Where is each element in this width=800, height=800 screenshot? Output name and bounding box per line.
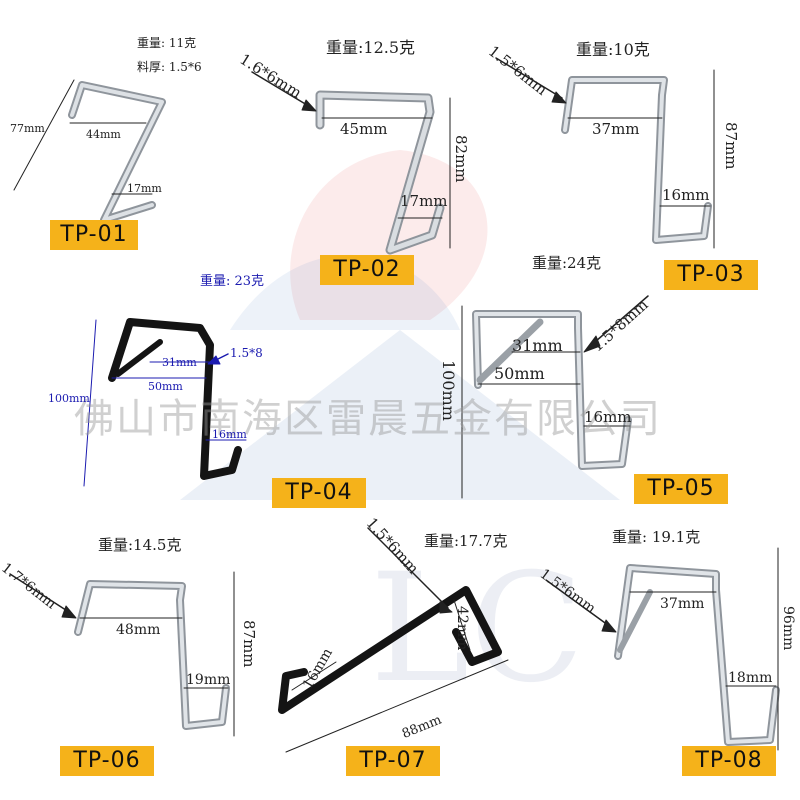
tp01-label: TP-01 [50, 220, 138, 250]
hook-tp06 [9, 571, 235, 737]
tp05-weight: 重量:24克 [532, 254, 602, 272]
hook-tp05 [461, 295, 649, 499]
tp05-label: TP-05 [634, 474, 728, 504]
tp04-weight: 重量: 23克 [200, 274, 265, 289]
tp02-dim-height: 82mm [452, 135, 470, 183]
tp02-dim-tip: 17mm [400, 192, 448, 210]
company-watermark: 佛山市南海区雷晨五金有限公司 [74, 396, 662, 442]
hook-tp04 [83, 318, 247, 487]
tp03-dim-height: 87mm [722, 122, 740, 170]
tp08-dim-tip: 18mm [728, 670, 773, 686]
hook-tp01 [13, 79, 166, 224]
tp03-dim-tip: 16mm [662, 186, 710, 204]
hook-tp08 [545, 547, 780, 751]
tp04-thickness: 1.5*8 [230, 346, 263, 360]
tp03-label: TP-03 [664, 260, 758, 290]
tp02-label: TP-02 [320, 255, 414, 285]
tp05-dim-31: 31mm [512, 336, 563, 355]
hook-tp02 [251, 71, 451, 255]
tp03-dim-width: 37mm [592, 120, 640, 138]
tp04-label: TP-04 [272, 478, 366, 508]
tp04-dim-100: 100mm [48, 392, 90, 405]
tp03-weight: 重量:10克 [576, 40, 650, 59]
tp06-dim-height: 87mm [240, 620, 258, 668]
tp01-material: 料厚: 1.5*6 [137, 60, 202, 74]
tp06-label: TP-06 [60, 746, 154, 776]
tp06-weight: 重量:14.5克 [98, 536, 182, 554]
tp01-dim-tip: 17mm [127, 182, 162, 195]
tp06-dim-tip: 19mm [186, 672, 231, 688]
tp06-dim-width: 48mm [116, 622, 161, 638]
tp04-dim-50: 50mm [148, 380, 183, 393]
tp01-dim-height: 77mm [10, 122, 45, 135]
hook-tp07 [278, 527, 509, 753]
tp07-dim-42: 42mm [454, 606, 470, 651]
tp02-weight: 重量:12.5克 [326, 38, 416, 57]
tp05-dim-50: 50mm [494, 364, 545, 383]
tp01-weight: 重量: 11克 [137, 36, 197, 50]
tp05-dim-16: 16mm [584, 408, 632, 426]
hook-tp03 [495, 57, 715, 249]
tp05-dim-100: 100mm [439, 360, 458, 421]
tp01-dim-width: 44mm [86, 128, 121, 141]
tp08-dim-width: 37mm [660, 596, 705, 612]
tp08-dim-height: 96mm [780, 606, 796, 651]
tp08-weight: 重量: 19.1克 [612, 528, 701, 546]
tp07-weight: 重量:17.7克 [424, 532, 508, 550]
tp04-dim-31: 31mm [162, 356, 197, 369]
tp07-label: TP-07 [346, 746, 440, 776]
tp08-label: TP-08 [682, 746, 776, 776]
tp04-dim-16: 16mm [212, 428, 247, 441]
tp02-dim-width: 45mm [340, 120, 388, 138]
